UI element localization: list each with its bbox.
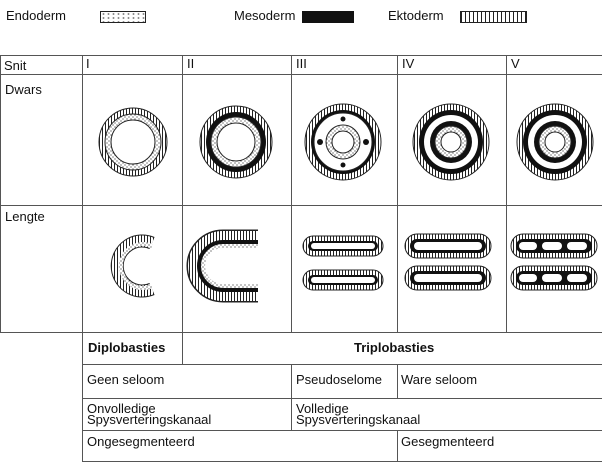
longitudinal-section-3 <box>303 236 383 290</box>
ongesegmenteerd-label: Ongesegmenteerd <box>87 435 195 448</box>
volledige-label: Volledige Spysverteringskanaal <box>296 403 420 425</box>
ware-seloom-label: Ware seloom <box>401 373 477 386</box>
pseudoselome-label: Pseudoselome <box>296 373 382 386</box>
cross-section-5 <box>517 104 593 180</box>
longitudinal-section-5 <box>511 234 597 290</box>
cross-section-4 <box>413 104 489 180</box>
longitudinal-section-2 <box>194 237 258 295</box>
longitudinal-section-4 <box>405 234 491 290</box>
onvolledige-label: Onvolledige Spysverteringskanaal <box>87 403 211 425</box>
gesegmenteerd-label: Gesegmenteerd <box>401 435 494 448</box>
longitudinal-section-1 <box>117 241 152 291</box>
diplobasties-label: Diplobasties <box>88 341 165 354</box>
cross-section-2 <box>200 106 272 178</box>
cross-section-3 <box>305 104 381 180</box>
geen-seloom-label: Geen seloom <box>87 373 164 386</box>
triplobasties-label: Triplobasties <box>354 341 434 354</box>
cross-section-1 <box>99 108 167 176</box>
